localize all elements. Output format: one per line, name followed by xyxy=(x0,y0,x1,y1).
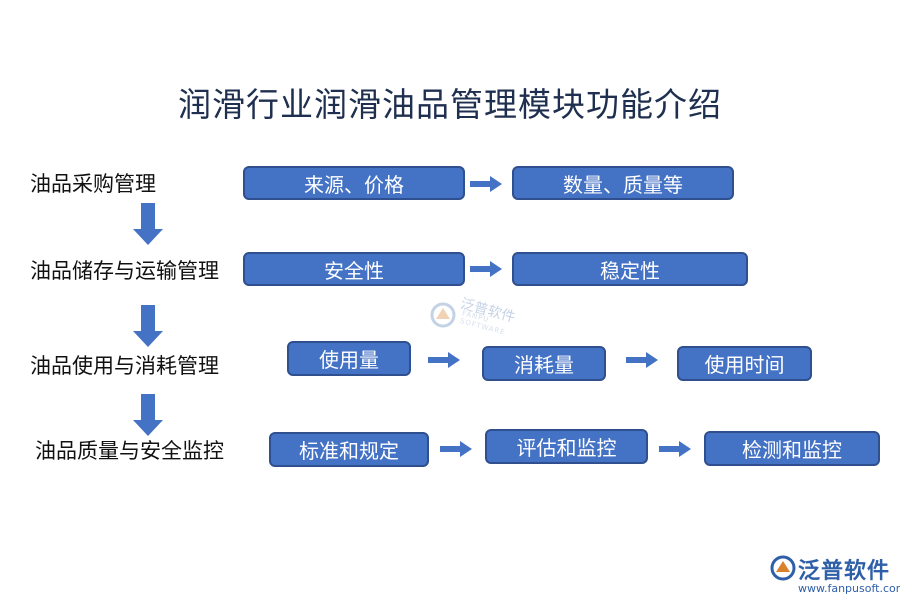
box-source-price: 来源、价格 xyxy=(243,166,465,200)
right-arrow xyxy=(626,352,658,368)
stage-label-purchase: 油品采购管理 xyxy=(30,172,156,196)
box-inspection: 检测和监控 xyxy=(704,431,880,466)
fanpu-logo-icon xyxy=(430,302,456,328)
down-arrow xyxy=(133,203,163,245)
box-usage-amount: 使用量 xyxy=(287,341,411,376)
logo-brand: 泛普软件 xyxy=(798,559,891,584)
stage-label-storage: 油品储存与运输管理 xyxy=(30,259,219,283)
box-quantity-quality: 数量、质量等 xyxy=(512,166,734,200)
logo-url: www.fanpusoft.com xyxy=(798,582,900,595)
fanpu-logo: 泛普软件 www.fanpusoft.com xyxy=(770,553,900,598)
right-arrow xyxy=(428,352,460,368)
box-standards: 标准和规定 xyxy=(269,432,429,467)
right-arrow xyxy=(470,176,502,192)
box-stability: 稳定性 xyxy=(512,252,748,286)
stage-label-quality-safety: 油品质量与安全监控 xyxy=(35,439,224,463)
right-arrow xyxy=(659,441,691,457)
box-evaluation: 评估和监控 xyxy=(485,429,648,464)
fanpu-logo-icon xyxy=(770,555,796,581)
stage-label-usage: 油品使用与消耗管理 xyxy=(30,354,219,378)
right-arrow xyxy=(470,261,502,277)
down-arrow xyxy=(133,305,163,347)
diagram-title: 润滑行业润滑油品管理模块功能介绍 xyxy=(178,85,722,124)
watermark: 泛普软件 FANPU SOFTWARE xyxy=(430,296,530,338)
box-safety: 安全性 xyxy=(243,252,465,286)
box-consumption: 消耗量 xyxy=(482,346,606,381)
right-arrow xyxy=(440,441,472,457)
down-arrow xyxy=(133,394,163,436)
box-usage-time: 使用时间 xyxy=(677,346,812,381)
